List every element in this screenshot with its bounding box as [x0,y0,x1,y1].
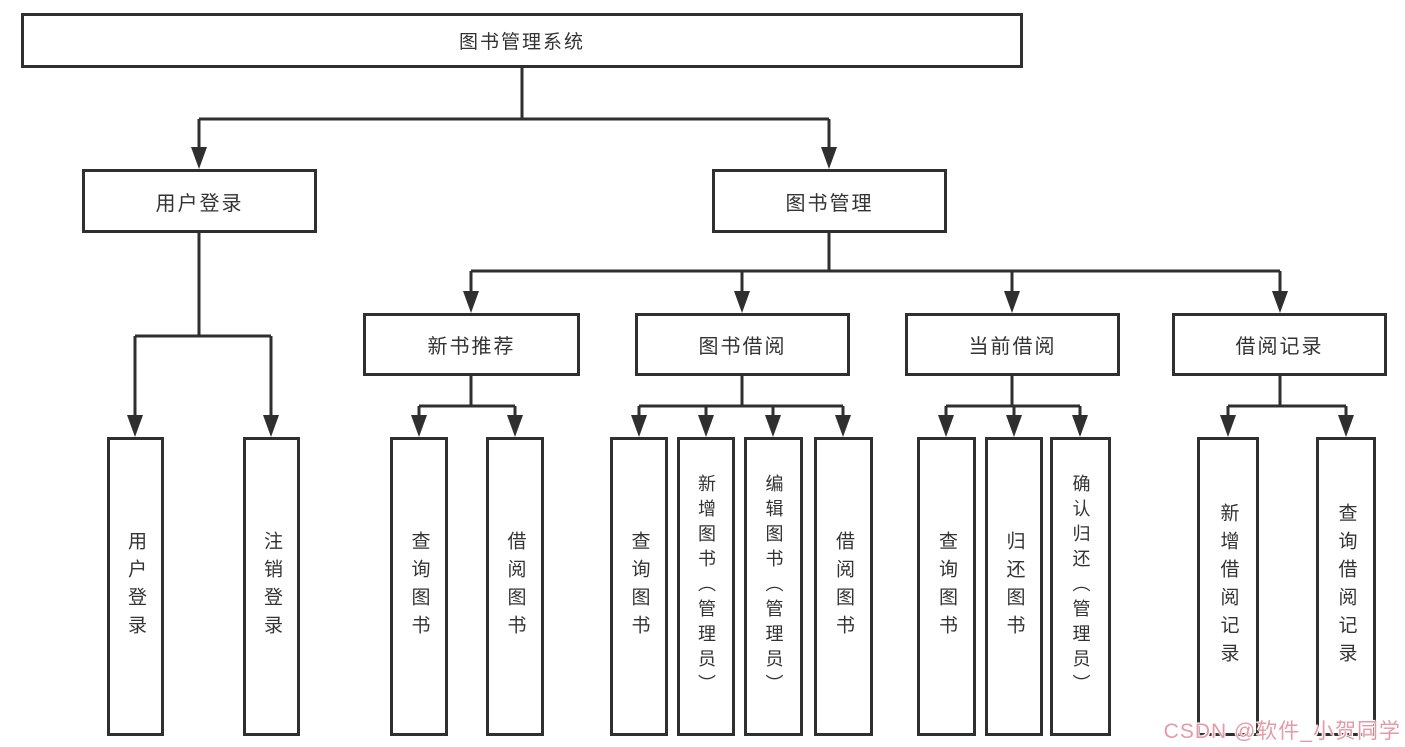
node-label: 确认归还（管理员） [1070,474,1091,699]
leaf-edit-books-admin: 编辑图书（管理员） [744,437,803,736]
arrow-down-icon [263,415,279,437]
node-label: 借阅记录 [1235,336,1324,358]
arrow-down-icon [191,147,207,169]
arrow-down-icon [835,415,851,437]
node-label: 查询图书 [936,530,957,643]
node-label: 新书推荐 [427,336,516,358]
arrow-down-icon [631,415,647,437]
arrow-down-icon [938,415,954,437]
node-user-login: 用户登录 [82,169,317,233]
node-label: 当前借阅 [968,336,1057,358]
node-label: 注销登录 [261,530,282,643]
arrow-down-icon [821,147,837,169]
connector-current-borrow-children [938,376,1088,437]
arrow-down-icon [1004,291,1020,313]
arrow-down-icon [734,291,750,313]
arrow-down-icon [765,415,781,437]
leaf-borrow-books: 借阅图书 [814,437,873,736]
leaf-add-borrow-record: 新增借阅记录 [1197,437,1259,736]
node-label: 查询图书 [408,530,430,643]
leaf-user-login: 用户登录 [107,437,164,736]
connector-root-to-level2 [191,68,837,169]
node-label: 图书管理系统 [458,32,585,53]
node-label: 新增图书（管理员） [696,474,716,699]
node-label: 编辑图书（管理员） [763,474,784,699]
node-new-book-recommend: 新书推荐 [363,313,580,376]
node-label: 用户登录 [125,530,146,643]
node-book-management: 图书管理 [712,169,947,233]
node-label: 用户登录 [155,192,244,215]
node-label: 图书借阅 [698,336,787,358]
connector-new-book-rec-children [411,376,523,437]
arrow-down-icon [127,415,143,437]
arrow-down-icon [1338,415,1354,437]
leaf-query-books-current: 查询图书 [917,437,976,736]
node-label: 图书管理 [785,192,874,215]
node-label: 查询图书 [628,530,650,643]
leaf-add-books-admin: 新增图书（管理员） [677,437,735,736]
node-label: 查询借阅记录 [1335,502,1357,671]
connector-borrow-records-children [1220,376,1354,437]
leaf-query-borrow-record: 查询借阅记录 [1316,437,1376,736]
arrow-down-icon [1272,291,1288,313]
leaf-borrow-books-recommend: 借阅图书 [486,437,544,736]
node-borrowing-records: 借阅记录 [1172,313,1387,376]
arrow-down-icon [411,415,427,437]
node-label: 归还图书 [1003,530,1025,643]
leaf-query-books-recommend: 查询图书 [390,437,448,736]
arrow-down-icon [1072,415,1088,437]
arrow-down-icon [1220,415,1236,437]
node-book-borrowing: 图书借阅 [635,313,850,376]
connector-user-login-children [127,233,279,437]
arrow-down-icon [463,291,479,313]
connector-book-borrow-children [631,376,851,437]
node-label: 新增借阅记录 [1217,502,1239,671]
leaf-query-books-borrow: 查询图书 [610,437,668,736]
arrow-down-icon [507,415,523,437]
leaf-return-books: 归还图书 [985,437,1043,736]
leaf-logout: 注销登录 [243,437,300,736]
arrow-down-icon [1006,415,1022,437]
node-root-library-system: 图书管理系统 [21,13,1023,68]
arrow-down-icon [698,415,714,437]
connector-book-mgmt-children [463,233,1288,313]
node-current-borrowing: 当前借阅 [905,313,1120,376]
node-label: 借阅图书 [833,530,854,643]
leaf-confirm-return-admin: 确认归还（管理员） [1050,437,1111,736]
node-label: 借阅图书 [504,530,526,643]
